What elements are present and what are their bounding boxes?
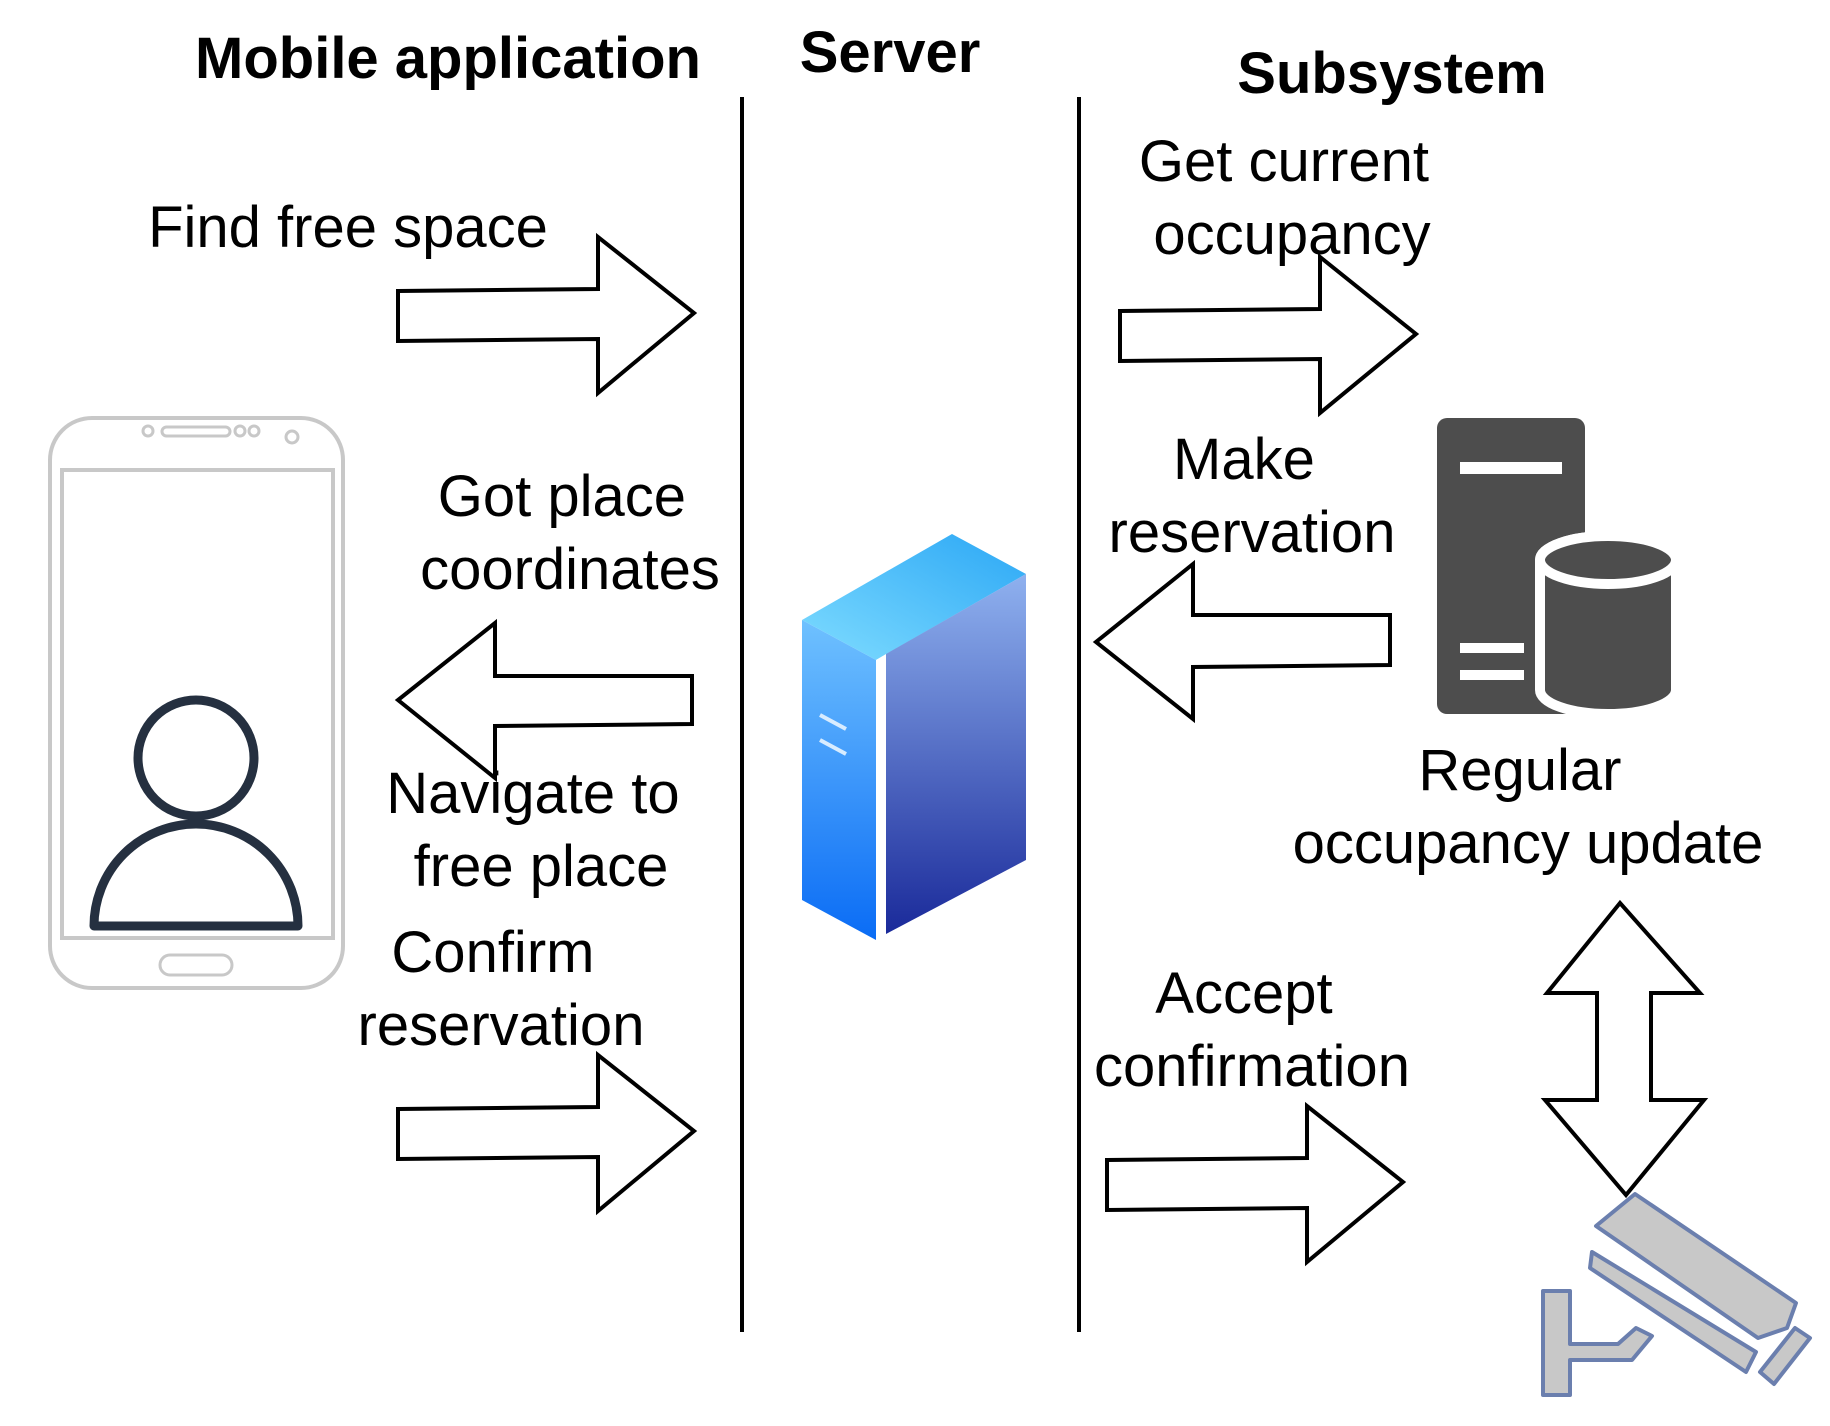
- arrow-accept-confirmation: [1105, 1101, 1407, 1267]
- arrow-confirm-reservation: [396, 1050, 698, 1216]
- arrow-make-reservation: [1092, 559, 1392, 724]
- arrow-find-free-space: [396, 232, 698, 398]
- label-got-place-coordinates: Got place coordinates: [420, 464, 720, 602]
- label-get-current-occupancy: Get current occupancy: [1139, 129, 1445, 267]
- smartphone-user-icon: [48, 416, 345, 990]
- server-tower-icon: [802, 534, 1026, 940]
- user-icon: [89, 695, 303, 931]
- column-header-server: Server: [800, 20, 981, 85]
- label-find-free-space: Find free space: [148, 195, 548, 260]
- arrow-got-place-coordinates: [394, 618, 694, 783]
- security-camera-icon: [1541, 1192, 1812, 1397]
- database-server-icon: [1437, 418, 1681, 719]
- label-navigate-to-free-place: Navigate to free place: [386, 761, 696, 899]
- label-accept-confirmation: Accept confirmation: [1094, 961, 1410, 1099]
- arrow-regular-occupancy-update: [1540, 899, 1709, 1199]
- label-confirm-reservation: Confirm reservation: [358, 920, 645, 1058]
- column-header-mobile: Mobile application: [195, 26, 701, 91]
- arrow-get-current-occupancy: [1118, 252, 1420, 418]
- column-header-subsystem: Subsystem: [1237, 41, 1546, 106]
- label-make-reservation: Make reservation: [1109, 427, 1396, 565]
- label-regular-occupancy-update: Regular occupancy update: [1293, 738, 1764, 876]
